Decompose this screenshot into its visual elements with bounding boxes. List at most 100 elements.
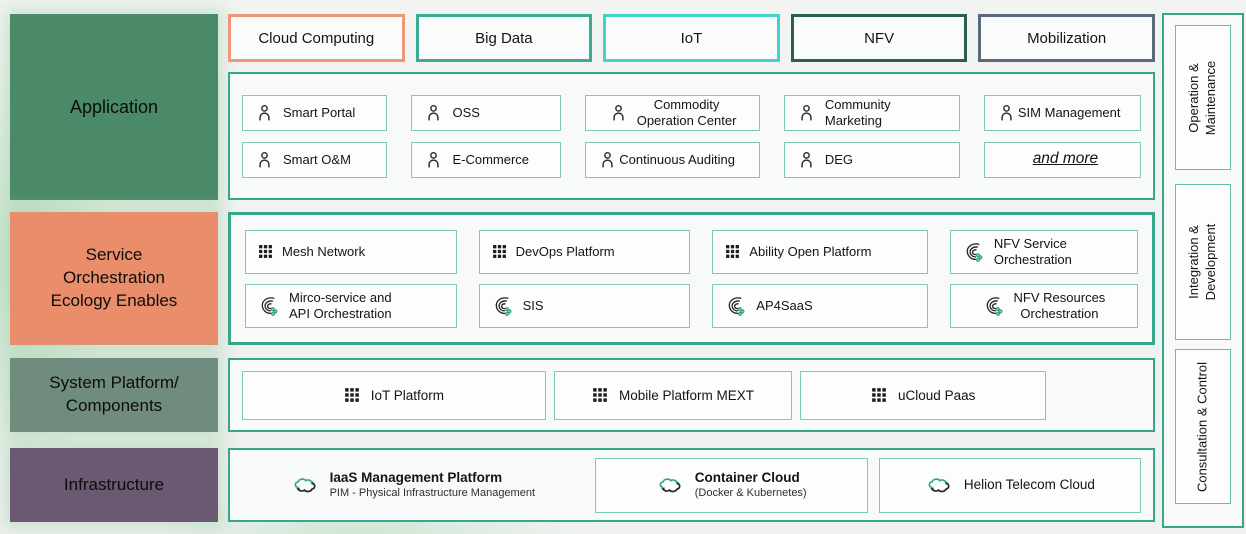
orchestration-icon [963,241,985,263]
item-commodity-operation-center: Commodity Operation Center [585,94,760,131]
tab-nfv: NFV [790,14,968,62]
item-label: AP4SaaS [756,297,813,313]
item-label: IoT Platform [370,387,444,403]
item-devops-platform: DevOps Platform [478,229,691,274]
item-nfv-service-orchestration: NFV Service Orchestration [949,229,1138,274]
tab-label: Cloud Computing [258,29,375,47]
left-section-infrastructure: Infrastructure [10,448,218,522]
item-label: Smart O&M [283,151,351,167]
system-platform-panel: IoT Platform Mobile Platform MEXT uCloud… [228,358,1155,432]
tab-label: IoT [680,29,703,47]
cloud-sync-icon [925,475,953,496]
tab-iot: IoT [603,14,780,62]
rail-label: Consultation & Control [1194,361,1210,492]
item-sim-management: SIM Management [983,94,1141,131]
tab-label: Mobilization [1027,29,1107,47]
person-icon [797,103,816,122]
item-sis: SIS [478,283,691,328]
item-label: Continuous Auditing [619,151,735,167]
item-title: Container Cloud [694,469,800,485]
person-icon [997,103,1016,122]
grid-icon [592,387,608,403]
item-smart-portal: Smart Portal [242,94,388,131]
item-label: Mobile Platform MEXT [618,387,755,403]
person-icon [424,150,443,169]
item-label: Commodity Operation Center [636,97,737,128]
domain-tabs: Cloud Computing Big Data IoT NFV Mobiliz… [228,14,1155,62]
person-icon [609,103,628,122]
rail-operation-maintenance: Operation & Maintenance [1175,25,1231,170]
item-nfv-resources-orchestration: NFV Resources Orchestration [949,283,1138,328]
item-container-cloud: Container Cloud(Docker & Kubernetes) [594,457,868,513]
item-label: Mirco-service and API Orchestration [289,290,392,321]
person-icon [424,103,443,122]
item-continuous-auditing: Continuous Auditing [585,141,760,178]
left-section-system-platform: System Platform/ Components [10,358,218,432]
item-ucloud-paas: uCloud Paas [800,370,1047,420]
item-ability-open-platform: Ability Open Platform [712,229,928,274]
cloud-sync-icon [291,475,319,496]
grid-icon [871,387,887,403]
item-oss: OSS [411,94,562,131]
item-label: Community Marketing [824,97,891,128]
item-e-commerce: E-Commerce [411,141,562,178]
item-label: SIM Management [1017,104,1121,120]
item-smart-om: Smart O&M [242,141,388,178]
item-mobile-platform-mext: Mobile Platform MEXT [553,370,793,420]
item-label: and more [1032,150,1099,168]
item-micro-service-api-orchestration: Mirco-service and API Orchestration [245,283,457,328]
item-helion-telecom-cloud: Helion Telecom Cloud [878,457,1141,513]
item-deg: DEG [783,141,960,178]
section-label: Infrastructure [63,474,165,494]
item-iot-platform: IoT Platform [242,370,546,420]
rail-integration-development: Integration & Development [1175,184,1231,340]
service-orchestration-panel: Mesh Network DevOps Platform Ability Ope… [228,212,1155,345]
item-label: uCloud Paas [898,387,976,403]
item-label: Smart Portal [283,104,356,120]
person-icon [598,150,617,169]
person-icon [255,103,274,122]
right-rail: Operation & Maintenance Integration & De… [1162,13,1244,528]
tab-label: NFV [864,29,895,47]
person-icon [797,150,816,169]
left-section-application: Application [10,14,218,200]
orchestration-icon [725,295,747,317]
cloud-sync-icon [656,475,684,496]
item-label: Ability Open Platform [749,243,872,259]
item-label: DevOps Platform [515,243,615,259]
orchestration-icon [983,295,1005,317]
item-title: Helion Telecom Cloud [963,476,1095,492]
rail-label: Integration & Development [1186,223,1218,301]
grid-icon [492,244,507,259]
item-title: IaaS Management Platform [329,469,503,485]
item-label: NFV Resources Orchestration [1013,290,1106,321]
tab-big-data: Big Data [415,14,593,62]
item-subtitle: PIM - Physical Infrastructure Management [329,486,536,499]
section-label: System Platform/ Components [49,373,179,415]
item-label: NFV Service Orchestration [993,236,1072,267]
tab-mobilization: Mobilization [978,14,1155,62]
item-label: E-Commerce [452,151,530,167]
item-and-more: and more [983,141,1141,178]
application-panel: Smart Portal OSS Commodity Operation Cen… [228,72,1155,200]
item-subtitle: (Docker & Kubernetes) [694,486,807,499]
rail-consultation-control: Consultation & Control [1175,349,1231,504]
section-label: Service Orchestration Ecology Enables [50,245,178,310]
item-label: OSS [452,104,480,120]
grid-icon [725,244,740,259]
person-icon [255,150,274,169]
item-label: Mesh Network [282,243,366,259]
orchestration-icon [258,295,280,317]
item-label: SIS [522,297,544,313]
item-ap4saas: AP4SaaS [712,283,928,328]
item-community-marketing: Community Marketing [783,94,960,131]
grid-icon [258,244,273,259]
item-label: DEG [824,151,854,167]
section-label: Application [69,96,159,117]
tab-label: Big Data [475,29,533,47]
orchestration-icon [492,295,514,317]
tab-cloud-computing: Cloud Computing [228,14,405,62]
item-mesh-network: Mesh Network [245,229,457,274]
